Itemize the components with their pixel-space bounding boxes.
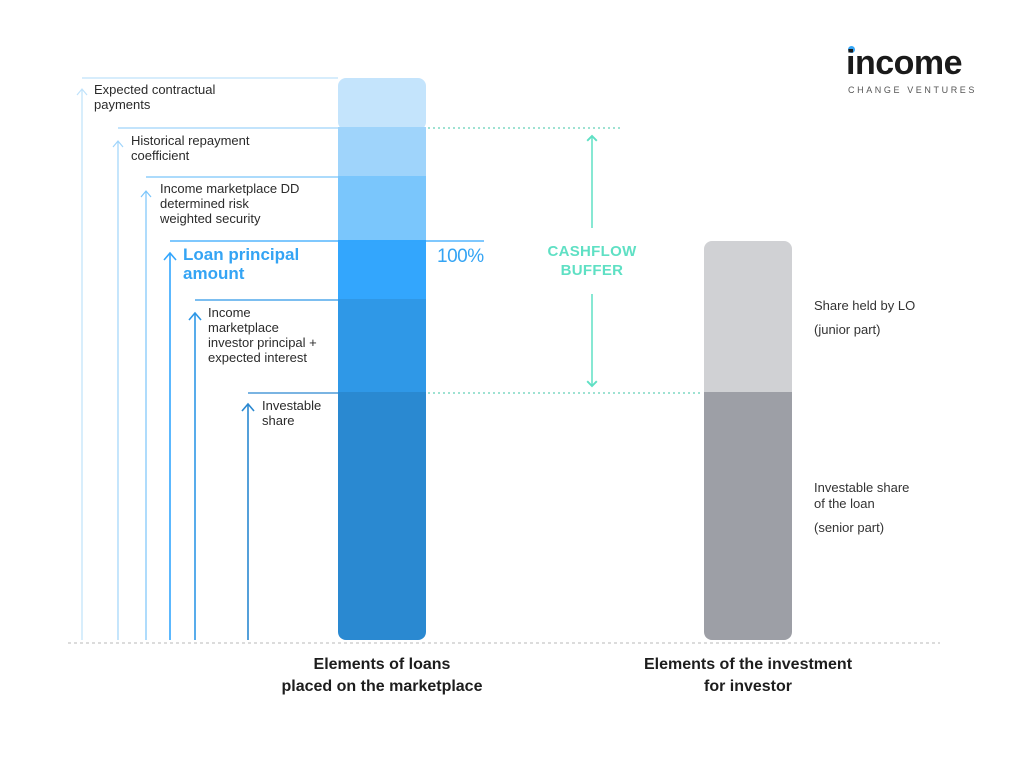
senior-line-1: Investable share bbox=[814, 480, 910, 495]
junior-line-1: Share held by LO bbox=[814, 298, 916, 313]
logo-tagline: CHANGE VENTURES bbox=[848, 85, 978, 95]
label-investable-share: Investable share bbox=[262, 398, 322, 428]
segment-expected-payments bbox=[338, 78, 426, 130]
segment-risk-weighted-security bbox=[338, 176, 426, 241]
logo-wordmark: income bbox=[846, 44, 963, 82]
segment-loan-principal bbox=[338, 240, 426, 300]
segment-junior-part bbox=[704, 241, 792, 393]
label-expected-contractual-payments: Expected contractual payments bbox=[94, 82, 216, 112]
junior-part-label: Share held by LO (junior part) bbox=[814, 298, 915, 338]
senior-part-label: Investable share of the loan (senior par… bbox=[814, 480, 909, 536]
level-markers bbox=[76, 77, 484, 640]
logo-dot bbox=[848, 46, 855, 53]
loan-column bbox=[338, 78, 426, 640]
senior-line-3: (senior part) bbox=[814, 520, 885, 535]
label-risk-weighted-security: Income marketplace DD determined risk we… bbox=[160, 181, 300, 226]
principal-percent-label: 100% bbox=[437, 246, 484, 267]
caption-investment: Elements of the investment for investor bbox=[643, 656, 853, 695]
label-historical-repayment-coefficient: Historical repayment coefficient bbox=[131, 133, 250, 163]
label-loan-principal-amount: Loan principal amount bbox=[183, 245, 300, 283]
label-investor-principal: Income marketplace investor principal + … bbox=[208, 305, 317, 365]
junior-line-2: (junior part) bbox=[814, 322, 881, 337]
segment-investor-principal bbox=[338, 299, 426, 393]
segment-historical-coefficient bbox=[338, 127, 426, 177]
segment-investable-share bbox=[338, 392, 426, 640]
logo: income CHANGE VENTURES bbox=[846, 44, 986, 100]
segment-senior-part bbox=[704, 392, 792, 640]
senior-line-2: of the loan bbox=[814, 496, 875, 511]
cashflow-buffer-label: CASHFLOW BUFFER bbox=[547, 243, 637, 279]
investment-column bbox=[704, 241, 792, 640]
cashflow-buffer-guides bbox=[428, 127, 700, 394]
caption-loans: Elements of loans placed on the marketpl… bbox=[281, 656, 483, 695]
